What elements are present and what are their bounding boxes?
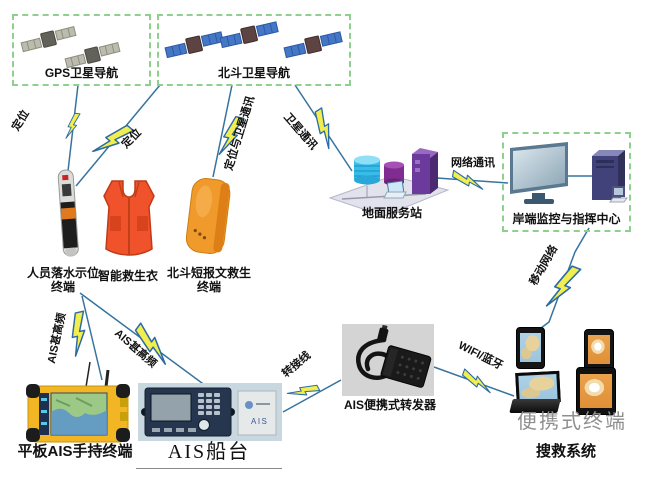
monitor-icon <box>510 142 568 204</box>
portable-terminals-label: 便携式终端 <box>517 411 627 433</box>
ground-station-label: 地面服务站 <box>361 206 423 220</box>
gps-group-label: GPS卫星导航 <box>44 66 119 80</box>
lightning-bolt-icon <box>65 310 94 357</box>
gps-satellite-group: GPS卫星导航 <box>12 14 151 86</box>
divider-line <box>136 468 282 469</box>
tablet-ais-label: 平板AIS手持终端 <box>17 443 133 460</box>
ais-box-text: AIS <box>251 417 268 426</box>
link-label-network: 网络通讯 <box>451 157 495 169</box>
smartphone-icon <box>516 327 545 369</box>
smartphone-icon <box>584 329 614 371</box>
life-vest-icon <box>103 180 155 256</box>
beidou-terminal-icon <box>185 178 231 254</box>
life-vest-label: 智能救生衣 <box>97 269 159 283</box>
tablet-ais-icon <box>26 361 130 443</box>
shore-center-icon <box>510 142 628 204</box>
shore-center-label: 岸端监控与指挥中心 <box>512 212 621 226</box>
person-beacon-device <box>50 168 86 264</box>
person-terminal-label: 人员落水示位 终端 <box>26 266 100 295</box>
shore-center-node: 岸端监控与指挥中心 <box>502 132 631 232</box>
pc-tower-icon <box>592 150 628 203</box>
laptop-icon <box>509 370 561 415</box>
ais-station-icon: AIS <box>138 383 282 441</box>
lightning-bolt-icon <box>545 261 582 314</box>
beidou-satellite-icon <box>164 31 224 59</box>
tablet-ais-device <box>26 360 132 444</box>
beidou-terminal-label: 北斗短报文救生 终端 <box>166 266 252 295</box>
portable-terminals-node <box>505 322 647 434</box>
rescue-system-label: 搜救系统 <box>535 443 597 460</box>
beidou-satellite-icon <box>219 21 279 49</box>
life-vest-device <box>97 176 161 260</box>
ground-station-node <box>328 146 450 220</box>
ais-station-label: AIS船台 <box>167 441 251 463</box>
lightning-bolt-icon <box>459 368 496 394</box>
beidou-satellite-icon <box>283 31 343 59</box>
gps-satellite-icon <box>20 26 77 53</box>
transponder-icon <box>342 324 434 396</box>
ground-station-icon <box>328 148 450 217</box>
lightning-bolt-icon <box>65 112 81 141</box>
transponder-device <box>342 324 434 396</box>
beidou-group-label: 北斗卫星导航 <box>217 66 290 80</box>
tablet-icon <box>576 367 616 415</box>
ais-station-device: AIS <box>138 383 282 441</box>
beidou-satellite-group: 北斗卫星导航 <box>157 14 351 86</box>
transponder-label: AIS便携式转发器 <box>343 398 437 412</box>
beidou-terminal-device <box>180 174 236 260</box>
gps-satellite-icon <box>64 42 121 69</box>
person-beacon-icon <box>57 169 79 257</box>
